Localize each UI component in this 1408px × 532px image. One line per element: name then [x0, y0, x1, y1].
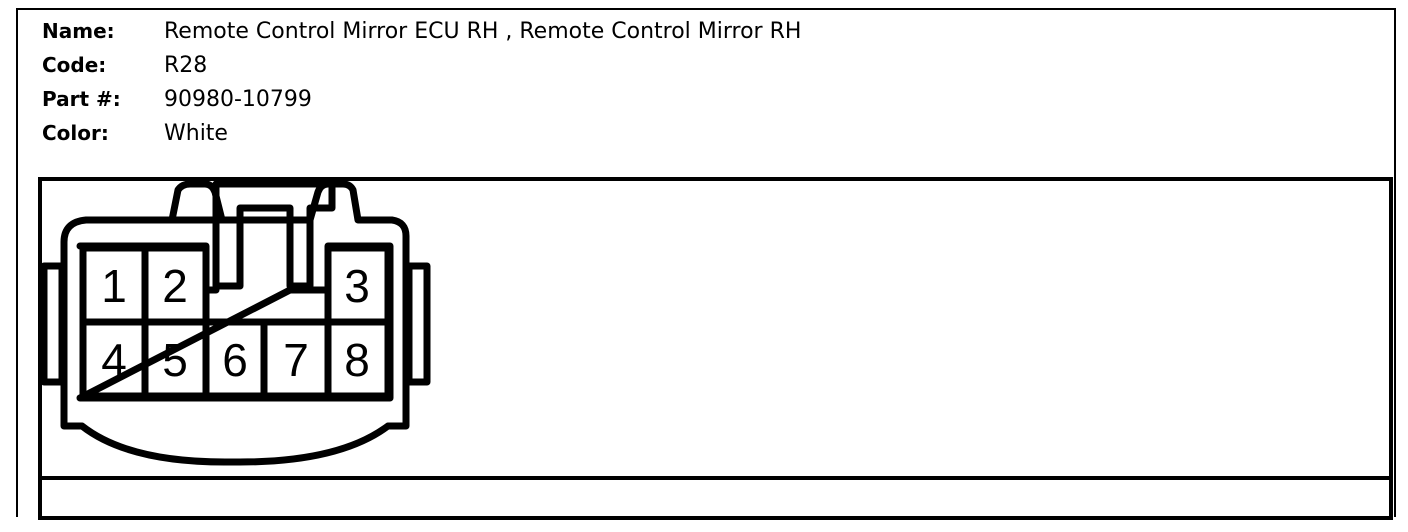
pin-6: 6	[222, 334, 248, 386]
locking-tab	[212, 180, 336, 290]
color-label: Color:	[42, 121, 109, 145]
right-latch	[405, 262, 431, 386]
color-row: Color: White	[42, 116, 801, 150]
pin-7: 7	[283, 334, 309, 386]
connector-footer-frame	[38, 480, 1393, 520]
pin-cavity-8	[324, 318, 392, 400]
part-label: Part #:	[42, 87, 121, 111]
name-label: Name:	[42, 19, 115, 43]
pin-4: 4	[101, 334, 127, 386]
pin-1: 1	[101, 260, 127, 312]
connector-diagram-frame	[38, 177, 1393, 480]
pin-3: 3	[344, 260, 370, 312]
connector-info: Name: Remote Control Mirror ECU RH , Rem…	[42, 14, 801, 150]
part-value: 90980-10799	[164, 86, 312, 112]
connector-panel	[16, 8, 1396, 517]
left-latch	[40, 262, 66, 386]
color-value: White	[164, 120, 228, 146]
name-value: Remote Control Mirror ECU RH , Remote Co…	[164, 18, 802, 44]
part-row: Part #: 90980-10799	[42, 82, 801, 116]
code-row: Code: R28	[42, 48, 801, 82]
pin-2: 2	[162, 260, 188, 312]
name-row: Name: Remote Control Mirror ECU RH , Rem…	[42, 14, 801, 48]
pin-8: 8	[344, 334, 370, 386]
code-value: R28	[164, 52, 208, 78]
code-label: Code:	[42, 53, 107, 77]
pin-5: 5	[162, 334, 188, 386]
